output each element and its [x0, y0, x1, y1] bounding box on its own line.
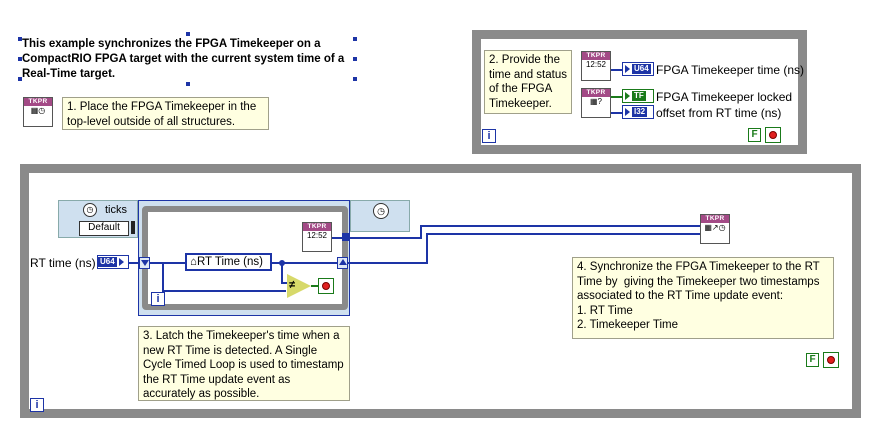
- sync-icon: ▦↗◷: [704, 223, 726, 232]
- timing-source[interactable]: Default: [79, 221, 129, 236]
- while-loop-main[interactable]: [20, 164, 861, 418]
- not-equal-function[interactable]: [287, 274, 311, 298]
- clock-icon: ▦?: [589, 97, 602, 106]
- indicator-locked[interactable]: TF: [622, 89, 654, 103]
- note-4: 4. Synchronize the FPGA Timekeeper to th…: [572, 257, 834, 339]
- wire: [162, 262, 164, 292]
- vi-band: TKPR: [701, 215, 729, 223]
- wire: [420, 225, 700, 227]
- selection-handle[interactable]: [353, 37, 357, 41]
- timed-loop-output-node[interactable]: ◷: [350, 200, 410, 232]
- clock-icon: 12:52: [585, 60, 607, 69]
- label-time: FPGA Timekeeper time (ns): [656, 63, 805, 77]
- selection-handle[interactable]: [18, 57, 22, 61]
- vi-band: TKPR: [24, 98, 52, 106]
- selection-handle[interactable]: [186, 82, 190, 86]
- timekeeper-sync-vi[interactable]: TKPR ▦↗◷: [700, 214, 730, 244]
- wire: [281, 262, 283, 284]
- selection-handle[interactable]: [353, 77, 357, 81]
- timekeeper-get-time-vi[interactable]: TKPR 12:52: [581, 51, 611, 81]
- wire: [426, 233, 700, 235]
- wire: [611, 112, 622, 114]
- shift-register-left[interactable]: [139, 257, 150, 269]
- clock-icon: ◷: [83, 203, 97, 217]
- timekeeper-get-status-vi[interactable]: TKPR ▦?: [581, 88, 611, 118]
- while-loop-status[interactable]: [472, 30, 807, 154]
- iteration-terminal: i: [151, 292, 165, 306]
- wire: [129, 262, 139, 264]
- note-1: 1. Place the FPGA Timekeeper in the top-…: [62, 97, 269, 130]
- wire: [420, 225, 422, 239]
- timekeeper-vi[interactable]: TKPR ▦◷: [23, 97, 53, 127]
- note-3: 3. Latch the Timekeeper's time when a ne…: [138, 326, 350, 401]
- stop-condition[interactable]: F: [806, 352, 842, 368]
- stop-condition[interactable]: [302, 278, 334, 294]
- clock-icon: ◷: [373, 203, 389, 219]
- false-constant: F: [806, 353, 819, 367]
- indicator-time[interactable]: U64: [622, 62, 654, 76]
- vi-band: TKPR: [582, 52, 610, 60]
- clock-icon: 12:52: [306, 231, 328, 240]
- wire: [348, 262, 428, 264]
- stop-icon: [823, 352, 839, 368]
- selection-handle[interactable]: [18, 77, 22, 81]
- selection-handle[interactable]: [353, 57, 357, 61]
- control-rt-time-label: RT time (ns): [30, 256, 96, 270]
- note-2: 2. Provide the time and status of the FP…: [484, 50, 572, 114]
- timekeeper-get-time-vi[interactable]: TKPR 12:52: [302, 222, 332, 252]
- wire: [150, 262, 185, 264]
- timed-loop-unit: ticks: [105, 204, 127, 216]
- output-tunnel: [342, 233, 350, 241]
- title-comment: This example synchronizes the FPGA Timek…: [22, 38, 345, 80]
- wire: [272, 262, 337, 264]
- iteration-terminal: i: [30, 398, 44, 412]
- stop-condition[interactable]: F: [748, 127, 784, 143]
- selection-handle[interactable]: [186, 32, 190, 36]
- indicator-offset[interactable]: I32: [622, 105, 654, 119]
- vi-band: TKPR: [582, 89, 610, 97]
- local-variable-rt-time[interactable]: ⌂RT Time (ns): [185, 253, 272, 271]
- label-offset: offset from RT time (ns): [656, 106, 782, 120]
- wire: [162, 290, 286, 292]
- iteration-terminal: i: [482, 129, 496, 143]
- wire: [311, 285, 319, 287]
- wire: [611, 96, 622, 98]
- timed-loop-input-node[interactable]: ◷ ticks Default: [58, 200, 138, 238]
- vi-band: TKPR: [303, 223, 331, 231]
- local-variable-label: RT Time (ns): [196, 256, 263, 268]
- shift-register-right[interactable]: [337, 257, 348, 269]
- control-rt-time[interactable]: U64: [97, 255, 129, 269]
- wire: [332, 237, 342, 239]
- not-equal-glyph: ≠: [289, 279, 296, 291]
- timing-source-bar: [131, 221, 135, 234]
- wire: [281, 282, 287, 284]
- selection-handle[interactable]: [18, 37, 22, 41]
- wire: [611, 69, 622, 71]
- stop-icon: [318, 278, 334, 294]
- label-locked: FPGA Timekeeper locked: [656, 90, 793, 104]
- wire: [350, 237, 420, 239]
- house-icon: ⌂: [190, 256, 197, 268]
- false-constant: F: [748, 128, 761, 142]
- wire: [426, 233, 428, 264]
- clock-icon: ▦◷: [30, 106, 46, 115]
- stop-icon: [765, 127, 781, 143]
